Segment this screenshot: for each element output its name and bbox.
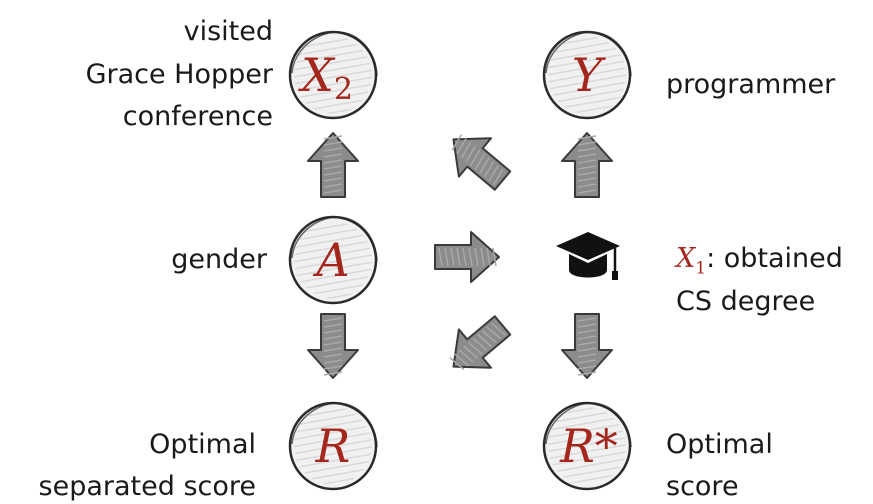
edges <box>307 132 613 379</box>
arrow-x1-to-x2 <box>451 134 512 191</box>
label-x2-line3: conference <box>122 101 273 132</box>
node-r-letter: R <box>315 419 351 473</box>
label-a: gender <box>171 244 267 275</box>
node-y: Y <box>542 30 632 120</box>
node-x2: X2 <box>288 30 378 120</box>
arrow-a-to-x1 <box>434 231 500 283</box>
arrow-a-to-x2 <box>307 132 359 198</box>
arrow-a-to-r <box>307 313 359 379</box>
label-x1-symbol: X1 <box>676 243 707 279</box>
node-x2-sub: 2 <box>334 72 353 107</box>
arrow-x1-to-rstar <box>561 313 613 379</box>
label-r-line2: separated score <box>38 471 256 502</box>
node-rstar-letter: R* <box>559 419 618 473</box>
label-y: programmer <box>666 69 836 100</box>
graduation-cap-icon <box>556 232 620 280</box>
arrow-x1-to-r <box>449 315 512 371</box>
svg-text:X2: X2 <box>298 48 353 107</box>
node-x2-letter: X <box>298 48 336 102</box>
label-rstar-line2: score <box>666 471 739 502</box>
label-x2-line2: Grace Hopper <box>85 59 273 90</box>
node-rstar: R* <box>542 401 632 491</box>
label-r-line1: Optimal <box>149 429 256 460</box>
label-rstar-line1: Optimal <box>666 429 773 460</box>
node-r: R <box>288 401 378 491</box>
arrow-x1-to-y <box>561 132 613 198</box>
node-a: A <box>288 215 378 305</box>
label-x2-line1: visited <box>183 16 273 47</box>
node-a-letter: A <box>312 233 349 287</box>
label-x1-text: : obtained <box>706 243 843 274</box>
node-y-letter: Y <box>572 48 607 102</box>
label-x1: X1: obtained <box>676 242 843 285</box>
label-x1-line2: CS degree <box>676 286 816 317</box>
